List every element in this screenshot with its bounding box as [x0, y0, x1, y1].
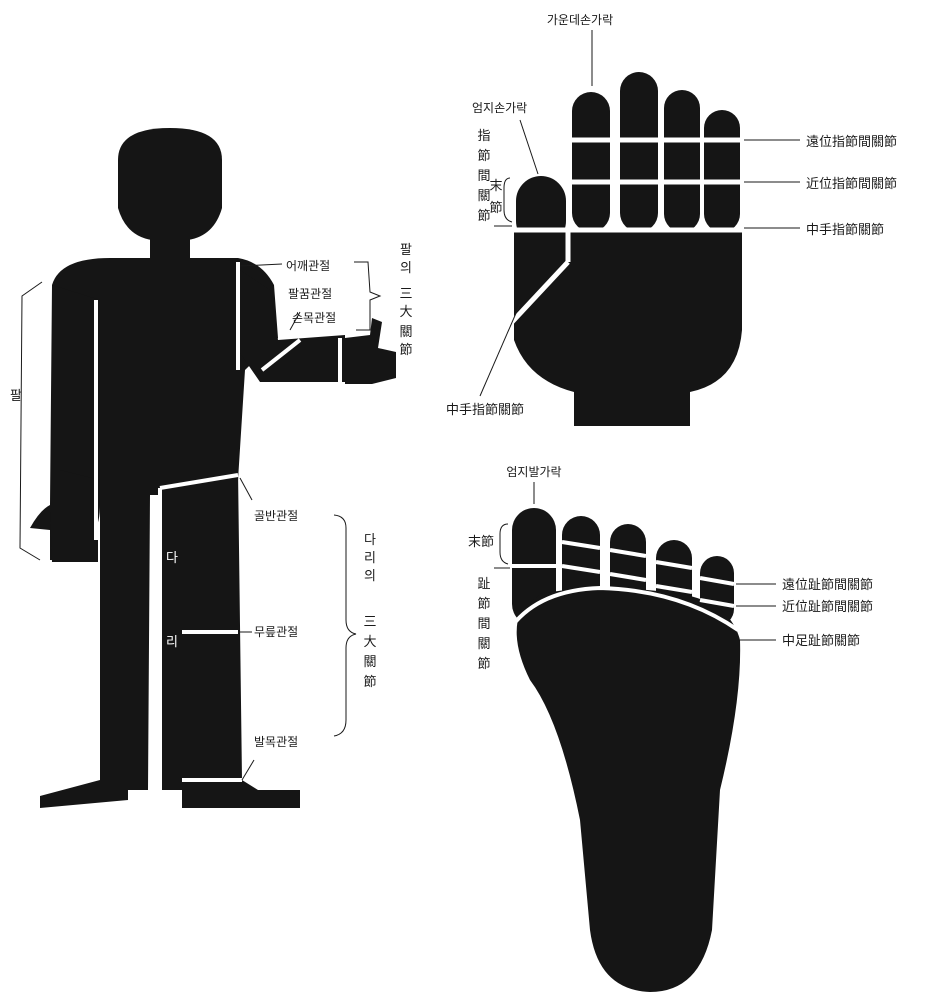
leg-group-char-5: 大: [363, 635, 376, 650]
sole: [516, 588, 741, 992]
distal-joint-label: 遠位指節間關節: [806, 135, 897, 150]
legs: [40, 470, 300, 808]
leg-group-char-7: 節: [363, 675, 376, 690]
body-joint-lines: [94, 262, 342, 790]
arm-group-char-5: 關: [399, 325, 412, 340]
toe5-proximal-line: [699, 598, 735, 608]
torso: [52, 258, 278, 480]
leg-group-bracket: [333, 514, 357, 737]
middle-finger: [620, 72, 658, 232]
big-toe-label: 엄지발가락: [506, 465, 561, 479]
toe4-proximal-line: [655, 584, 693, 594]
hand-ip-char-2: 節: [477, 149, 490, 164]
ring-finger: [664, 90, 700, 232]
foot-end-seg-bracket: [499, 523, 509, 565]
hand-ip-char-3: 間: [477, 169, 490, 184]
toe2-proximal-line: [561, 564, 601, 574]
arm-group-char-3: 三: [399, 287, 412, 302]
right-hand: [345, 318, 396, 384]
arm-label: 팔: [10, 389, 22, 404]
hip-gap-line: [159, 473, 239, 490]
hip-leader: [239, 477, 253, 501]
head: [118, 128, 222, 240]
shoulder-leader: [239, 263, 283, 267]
foot-figure: 엄지발가락 末節 趾 節 間 關 節 遠位趾節間關節 近位趾節間關節 中足趾節關…: [468, 465, 873, 992]
shoulder-joint-label: 어깨관절: [286, 259, 330, 273]
mcp-right-label: 中手指節關節: [806, 223, 884, 238]
middle-finger-label: 가운데손가락: [547, 13, 613, 27]
arm-group-char-2: 의: [400, 261, 412, 276]
wrist-joint-label: 손목관절: [292, 311, 336, 325]
hand-joint-lines: [510, 137, 744, 324]
toe3-proximal-line: [609, 572, 647, 582]
foot-end-seg-label: 末節: [468, 535, 494, 550]
toe3-distal-line: [609, 548, 647, 558]
foot-joint-lines: [510, 540, 740, 632]
hand-end-seg-char-1: 末: [489, 179, 502, 194]
hand-ip-char-1: 指: [477, 129, 490, 144]
mcp-left-label: 中手指節關節: [446, 403, 524, 418]
elbow-joint-label: 팔꿈관절: [288, 287, 332, 301]
hand-figure: 가운데손가락 엄지손가락 指 節 間 關 節 末 節 遠位指節間關節 近位指節間…: [446, 13, 897, 426]
mtp-line: [510, 585, 740, 632]
knee-joint-label: 무릎관절: [254, 625, 298, 639]
foot-ip-char-3: 間: [477, 617, 490, 632]
left-arm: [30, 285, 100, 560]
foot-ip-char-1: 趾: [477, 577, 490, 592]
toe5-distal-line: [699, 576, 735, 586]
leg-group-char-1: 다: [364, 533, 376, 548]
foot-mtp-label: 中足趾節關節: [782, 634, 860, 649]
arm-group-bracket: [354, 261, 382, 331]
ankle-joint-label: 발목관절: [254, 735, 298, 749]
toe2-distal-line: [561, 540, 601, 550]
hand-ip-char-5: 節: [477, 209, 490, 224]
hip-joint-label: 골반관절: [254, 509, 298, 523]
leg-label-char-1: 다: [166, 551, 178, 566]
arm-group-char-6: 節: [399, 343, 412, 358]
arm-group-char-4: 大: [399, 305, 412, 320]
arm-bracket: [19, 281, 43, 561]
arm-group-char-1: 팔: [400, 243, 412, 258]
index-finger: [572, 92, 610, 232]
thumb-label: 엄지손가락: [472, 101, 527, 115]
toe4-distal-line: [655, 560, 693, 570]
mcp-left-leader: [479, 303, 521, 397]
hand-end-seg-char-2: 節: [489, 201, 502, 216]
foot-proximal-label: 近位趾節間關節: [782, 600, 873, 615]
leg-group-char-4: 三: [363, 615, 376, 630]
leg-group-char-6: 關: [363, 655, 376, 670]
foot-ip-char-4: 關: [477, 637, 490, 652]
palm: [514, 230, 742, 426]
ankle-leader: [241, 759, 255, 781]
thumb-leader: [519, 119, 539, 175]
leg-group-char-3: 의: [364, 569, 376, 584]
elbow-gap-line: [260, 338, 302, 372]
neck: [150, 232, 190, 260]
wrist-leader: [289, 311, 301, 331]
foot-ip-char-5: 節: [477, 657, 490, 672]
leg-label-char-2: 리: [166, 635, 178, 650]
leg-group-char-2: 리: [364, 551, 376, 566]
right-forearm: [238, 270, 345, 382]
hand-ip-char-4: 關: [477, 189, 490, 204]
body-figure: 팔 다 리 어깨관절 팔꿈관절 손목관절 팔 의 三 大 關 節 골반관절 무릎…: [10, 128, 413, 808]
left-hand: [50, 512, 98, 562]
hand-end-seg-bracket: [503, 177, 513, 223]
proximal-joint-label: 近位指節間關節: [806, 177, 897, 192]
foot-ip-char-2: 節: [477, 597, 490, 612]
little-finger: [704, 110, 740, 232]
foot-distal-label: 遠位趾節間關節: [782, 578, 873, 593]
thumb-base-line: [510, 260, 570, 324]
